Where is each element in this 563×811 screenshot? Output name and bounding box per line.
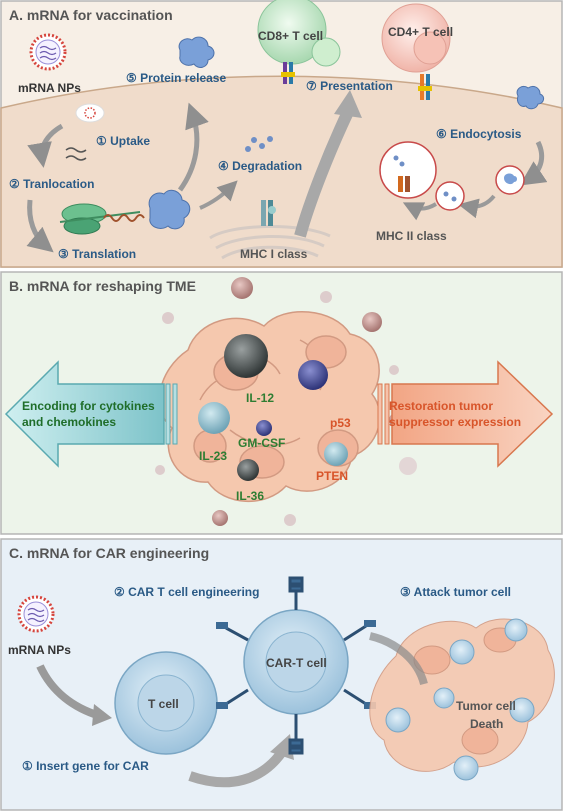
endosome-2 — [435, 181, 465, 211]
translocation-arrow — [26, 199, 54, 253]
il23-label: IL-23 — [199, 449, 227, 463]
p53-label: p53 — [330, 416, 351, 430]
dying-tumor-cluster — [369, 618, 555, 772]
gmcsf-sphere — [256, 420, 272, 436]
cytokine-arrow-line2: and chemokines — [22, 415, 116, 429]
tumor-death-line2: Death — [470, 717, 503, 731]
attack-label: ③ Attack tumor cell — [400, 585, 511, 599]
presentation-arrow-head — [334, 90, 362, 118]
endoplasmic-reticulum — [209, 225, 331, 260]
cytokine-arrow — [4, 360, 178, 468]
tumor-death-line1: Tumor cell — [456, 699, 516, 713]
endosome-arrow-1 — [458, 194, 496, 219]
presentation-arrow — [294, 109, 354, 238]
peptide-fragments-icon — [245, 136, 273, 152]
presentation-label: ⑦ Presentation — [306, 79, 393, 93]
il12-sphere — [224, 334, 268, 378]
panel-b-title: B. mRNA for reshaping TME — [9, 278, 196, 294]
translocation-label: ② Tranlocation — [9, 177, 94, 191]
panel-b: B. mRNA for reshaping TME — [0, 271, 563, 535]
navy-sphere — [298, 360, 328, 390]
mhc-ii-vesicle — [379, 141, 437, 199]
uptake-arrow — [27, 123, 64, 168]
uptake-label: ① Uptake — [96, 134, 150, 148]
gmcsf-label: GM-CSF — [238, 436, 285, 450]
mhc-i-molecule-icon — [261, 200, 276, 226]
released-protein-icon — [178, 36, 215, 68]
extracellular-protein-icon — [516, 85, 545, 110]
panel-a: A. mRNA for vaccination mRNA NPs ① Uptak… — [0, 0, 563, 268]
insert-arrow — [36, 664, 102, 720]
translation-label: ③ Translation — [58, 247, 136, 261]
t-cell-label: T cell — [148, 697, 179, 711]
t-cell — [114, 651, 218, 755]
tumor-suppressor-arrow — [377, 360, 554, 468]
cd8-label: CD8+ T cell — [258, 29, 323, 43]
il12-label: IL-12 — [246, 391, 274, 405]
endocytosis-arrow — [519, 140, 548, 186]
panel-a-title: A. mRNA for vaccination — [9, 7, 173, 23]
mrna-nps-label-c: mRNA NPs — [8, 643, 71, 657]
p53-sphere — [324, 442, 348, 466]
cytokine-arrow-line1: Encoding for cytokines — [22, 399, 155, 413]
engineering-arrow-head — [270, 734, 294, 760]
car-t-cell — [216, 576, 376, 755]
mrna-nanoparticle-icon — [29, 33, 67, 71]
cd4-label: CD4+ T cell — [388, 25, 453, 39]
mhc-ii-label: MHC II class — [376, 229, 447, 243]
degradation-label: ④ Degradation — [218, 159, 302, 173]
mrna-strand-icon — [65, 147, 87, 161]
insert-arrow-head — [92, 704, 112, 726]
cd4-t-cell — [381, 3, 451, 100]
insert-gene-label: ① Insert gene for CAR — [22, 759, 149, 773]
panel-c: C. mRNA for CAR engineering mRNA NPs T c… — [0, 538, 563, 811]
mrna-nps-label: mRNA NPs — [18, 81, 81, 95]
mrna-nanoparticle-icon — [17, 595, 55, 633]
il36-sphere — [237, 459, 259, 481]
endocytosis-label: ⑥ Endocytosis — [436, 127, 522, 141]
protein-icon — [148, 189, 191, 230]
endosome-arrow-2 — [402, 202, 438, 221]
car-t-label: CAR-T cell — [266, 656, 327, 670]
pten-label: PTEN — [316, 469, 348, 483]
degradation-arrow — [199, 180, 238, 210]
il36-label: IL-36 — [236, 489, 264, 503]
panel-c-title: C. mRNA for CAR engineering — [9, 545, 209, 561]
car-engineering-label: ② CAR T cell engineering — [114, 585, 259, 599]
suppressor-arrow-line2: suppressor expression — [389, 415, 521, 429]
il23-sphere — [198, 402, 230, 434]
attacking-car-t-cells — [385, 618, 535, 781]
protein-release-arrow — [177, 102, 209, 192]
suppressor-arrow-line1: Restoration tumor — [389, 399, 493, 413]
engineering-arrow — [188, 748, 287, 788]
ribosome-icon — [59, 203, 145, 235]
protein-release-label: ⑤ Protein release — [126, 71, 226, 85]
cd8-t-cell — [257, 0, 341, 84]
uptake-vesicle — [75, 103, 105, 123]
mhc-i-label: MHC I class — [240, 247, 308, 261]
attack-arrow — [368, 632, 428, 686]
